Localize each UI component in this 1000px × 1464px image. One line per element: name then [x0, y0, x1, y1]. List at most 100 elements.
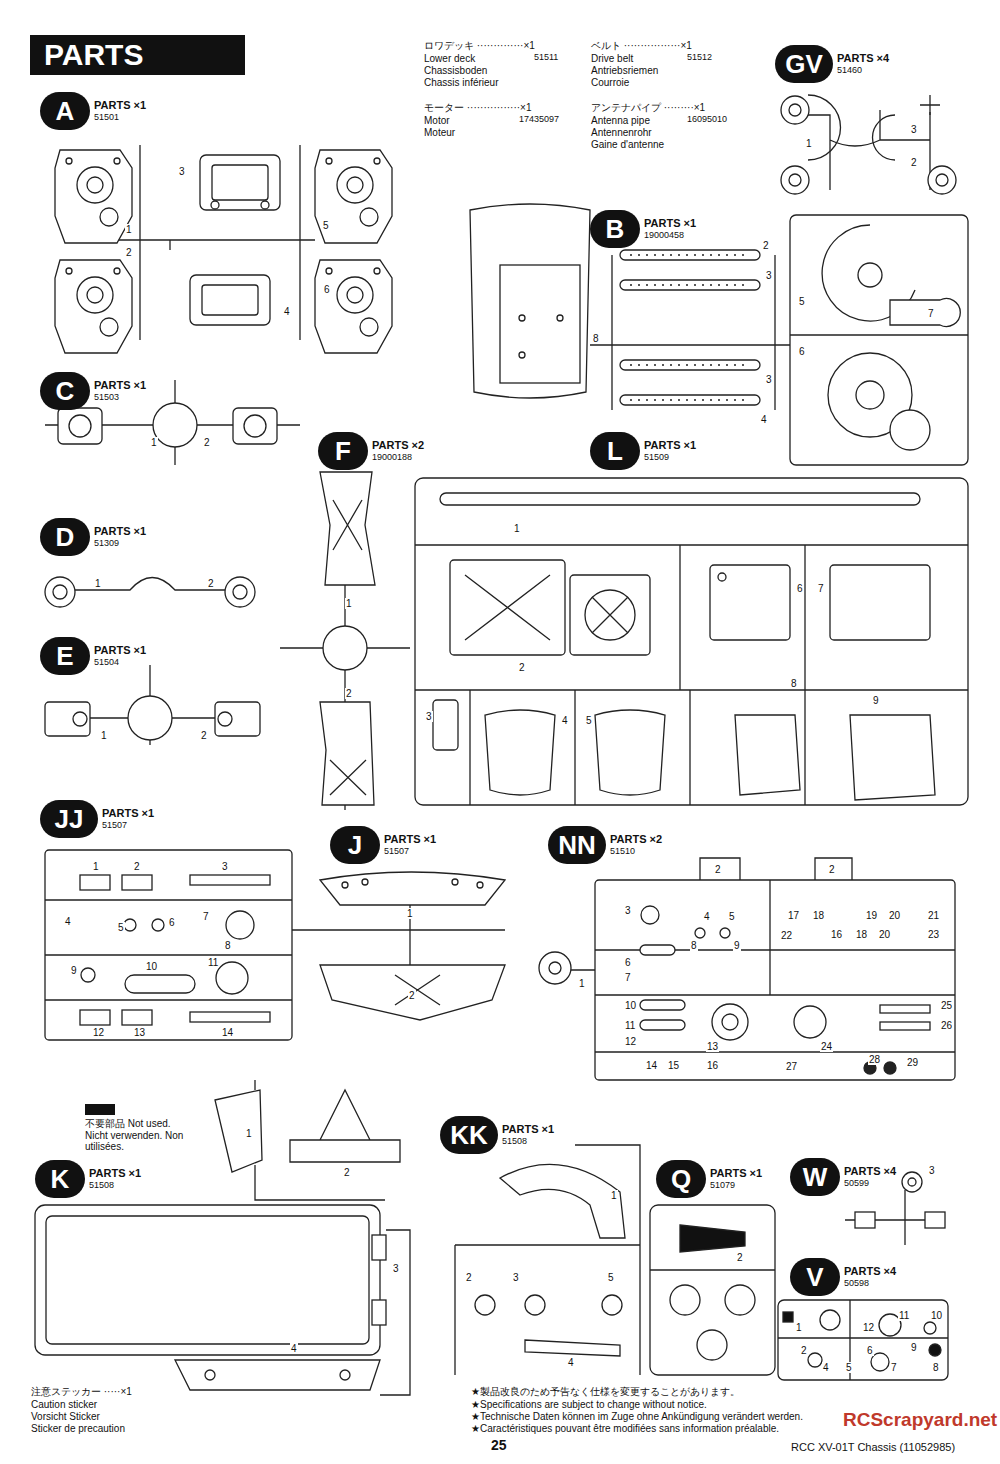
callout-number: 3 [765, 374, 773, 385]
part-count: PARTS ×4 [837, 52, 889, 65]
part-badge-group: JJPARTS ×151507 [40, 800, 154, 838]
part-badge-group: NNPARTS ×251510 [548, 826, 662, 864]
part-info: PARTS ×151079 [710, 1167, 762, 1191]
callout-number: 9 [872, 695, 880, 706]
part-info: PARTS ×451460 [837, 52, 889, 76]
part-letter: L [590, 432, 640, 470]
callout-number: 4 [760, 414, 768, 425]
part-number: 51509 [644, 452, 696, 463]
callout-number: 7 [890, 1362, 898, 1373]
part-info: PARTS ×151507 [102, 807, 154, 831]
callout-number: 25 [490, 1438, 508, 1453]
callout-number: 10 [930, 1310, 943, 1321]
part-count: PARTS ×1 [94, 525, 146, 538]
part-info: PARTS ×151509 [644, 439, 696, 463]
part-count: PARTS ×1 [644, 439, 696, 452]
callout-number: 7 [817, 583, 825, 594]
callout-number: 2 [133, 861, 141, 872]
part-badge-group: CPARTS ×151503 [40, 372, 146, 410]
label-text: ★Caractéristiques pouvant être modifiées… [470, 1423, 780, 1434]
callout-number: 11 [207, 957, 219, 968]
callout-number: 51512 [686, 53, 713, 63]
callout-number: 12 [862, 1322, 875, 1333]
callout-number: 2 [343, 1167, 351, 1178]
part-letter: JJ [40, 800, 98, 838]
label-text: Motor [423, 115, 451, 126]
part-info: PARTS ×151503 [94, 379, 146, 403]
part-info: PARTS ×251510 [610, 833, 662, 857]
callout-number: 51511 [533, 53, 559, 63]
label-text: Vorsicht Sticker [30, 1411, 101, 1422]
callout-number: 13 [706, 1041, 719, 1052]
callout-number: 4 [822, 1362, 830, 1373]
part-number: 51508 [502, 1136, 554, 1147]
callout-number: 6 [796, 583, 804, 594]
part-badge-group: FPARTS ×219000188 [318, 432, 424, 470]
callout-number: 26 [940, 1020, 953, 1031]
callout-number: 20 [888, 910, 901, 921]
callout-number: 19 [865, 910, 878, 921]
callout-number: 2 [828, 864, 836, 875]
part-number: 51460 [837, 65, 889, 76]
callout-number: 7 [927, 308, 935, 319]
callout-number: 20 [878, 929, 891, 940]
callout-number: 2 [207, 578, 215, 589]
part-badge-group: QPARTS ×151079 [656, 1160, 762, 1198]
callout-number: 12 [624, 1036, 637, 1047]
callout-number: 4 [703, 911, 711, 922]
part-count: PARTS ×1 [94, 99, 146, 112]
part-info: PARTS ×151508 [89, 1167, 141, 1191]
part-number: 19000188 [372, 452, 424, 463]
callout-number: 3 [178, 166, 186, 177]
callout-number: 1 [92, 861, 100, 872]
callout-number: 10 [624, 1000, 637, 1011]
callout-number: 16 [706, 1060, 719, 1071]
callout-number: 2 [910, 157, 918, 168]
callout-number: 1 [513, 523, 521, 534]
callout-number: 3 [910, 124, 918, 135]
part-count: PARTS ×1 [502, 1123, 554, 1136]
callout-number: 25 [940, 1000, 953, 1011]
label-text: Antriebsriemen [590, 65, 659, 76]
callout-number: 29 [906, 1057, 919, 1068]
callout-number: 2 [408, 990, 416, 1001]
callout-number: 1 [245, 1128, 253, 1139]
part-badge-group: EPARTS ×151504 [40, 637, 146, 675]
callout-number: 9 [733, 940, 741, 951]
callout-number: 6 [866, 1345, 874, 1356]
part-letter: NN [548, 826, 606, 864]
callout-number: 4 [283, 306, 291, 317]
part-count: PARTS ×1 [89, 1167, 141, 1180]
label-text: アンテナパイプ ·········×1 [590, 102, 706, 113]
callout-number: 10 [145, 961, 158, 972]
part-info: PARTS ×219000188 [372, 439, 424, 463]
part-badge-group: BPARTS ×119000458 [590, 210, 696, 248]
callout-number: 3 [928, 1165, 936, 1176]
part-number: 51503 [94, 392, 146, 403]
part-info: PARTS ×450598 [844, 1265, 896, 1289]
callout-number: 5 [585, 715, 593, 726]
callout-number: 6 [323, 284, 331, 295]
callout-number: 2 [203, 437, 211, 448]
part-count: PARTS ×2 [610, 833, 662, 846]
callout-number: 16 [830, 929, 843, 940]
part-badge-group: WPARTS ×450599 [790, 1158, 896, 1196]
part-number: 51501 [94, 112, 146, 123]
callout-number: 3 [624, 905, 632, 916]
part-letter: GV [775, 45, 833, 83]
label-text: Lower deck [423, 53, 476, 64]
callout-number: 6 [798, 346, 806, 357]
page-title: PARTS [30, 35, 245, 75]
callout-number: 2 [345, 688, 353, 699]
label-text: RCC XV-01T Chassis (11052985) [790, 1441, 956, 1453]
callout-number: 5 [322, 220, 330, 231]
callout-number: 18 [812, 910, 825, 921]
part-letter: A [40, 92, 90, 130]
callout-number: 2 [200, 730, 208, 741]
callout-number: 1 [805, 138, 813, 149]
callout-number: 2 [518, 662, 526, 673]
part-badge-group: A PARTS ×151501 [40, 92, 146, 130]
part-number: 51508 [89, 1180, 141, 1191]
part-letter: E [40, 637, 90, 675]
